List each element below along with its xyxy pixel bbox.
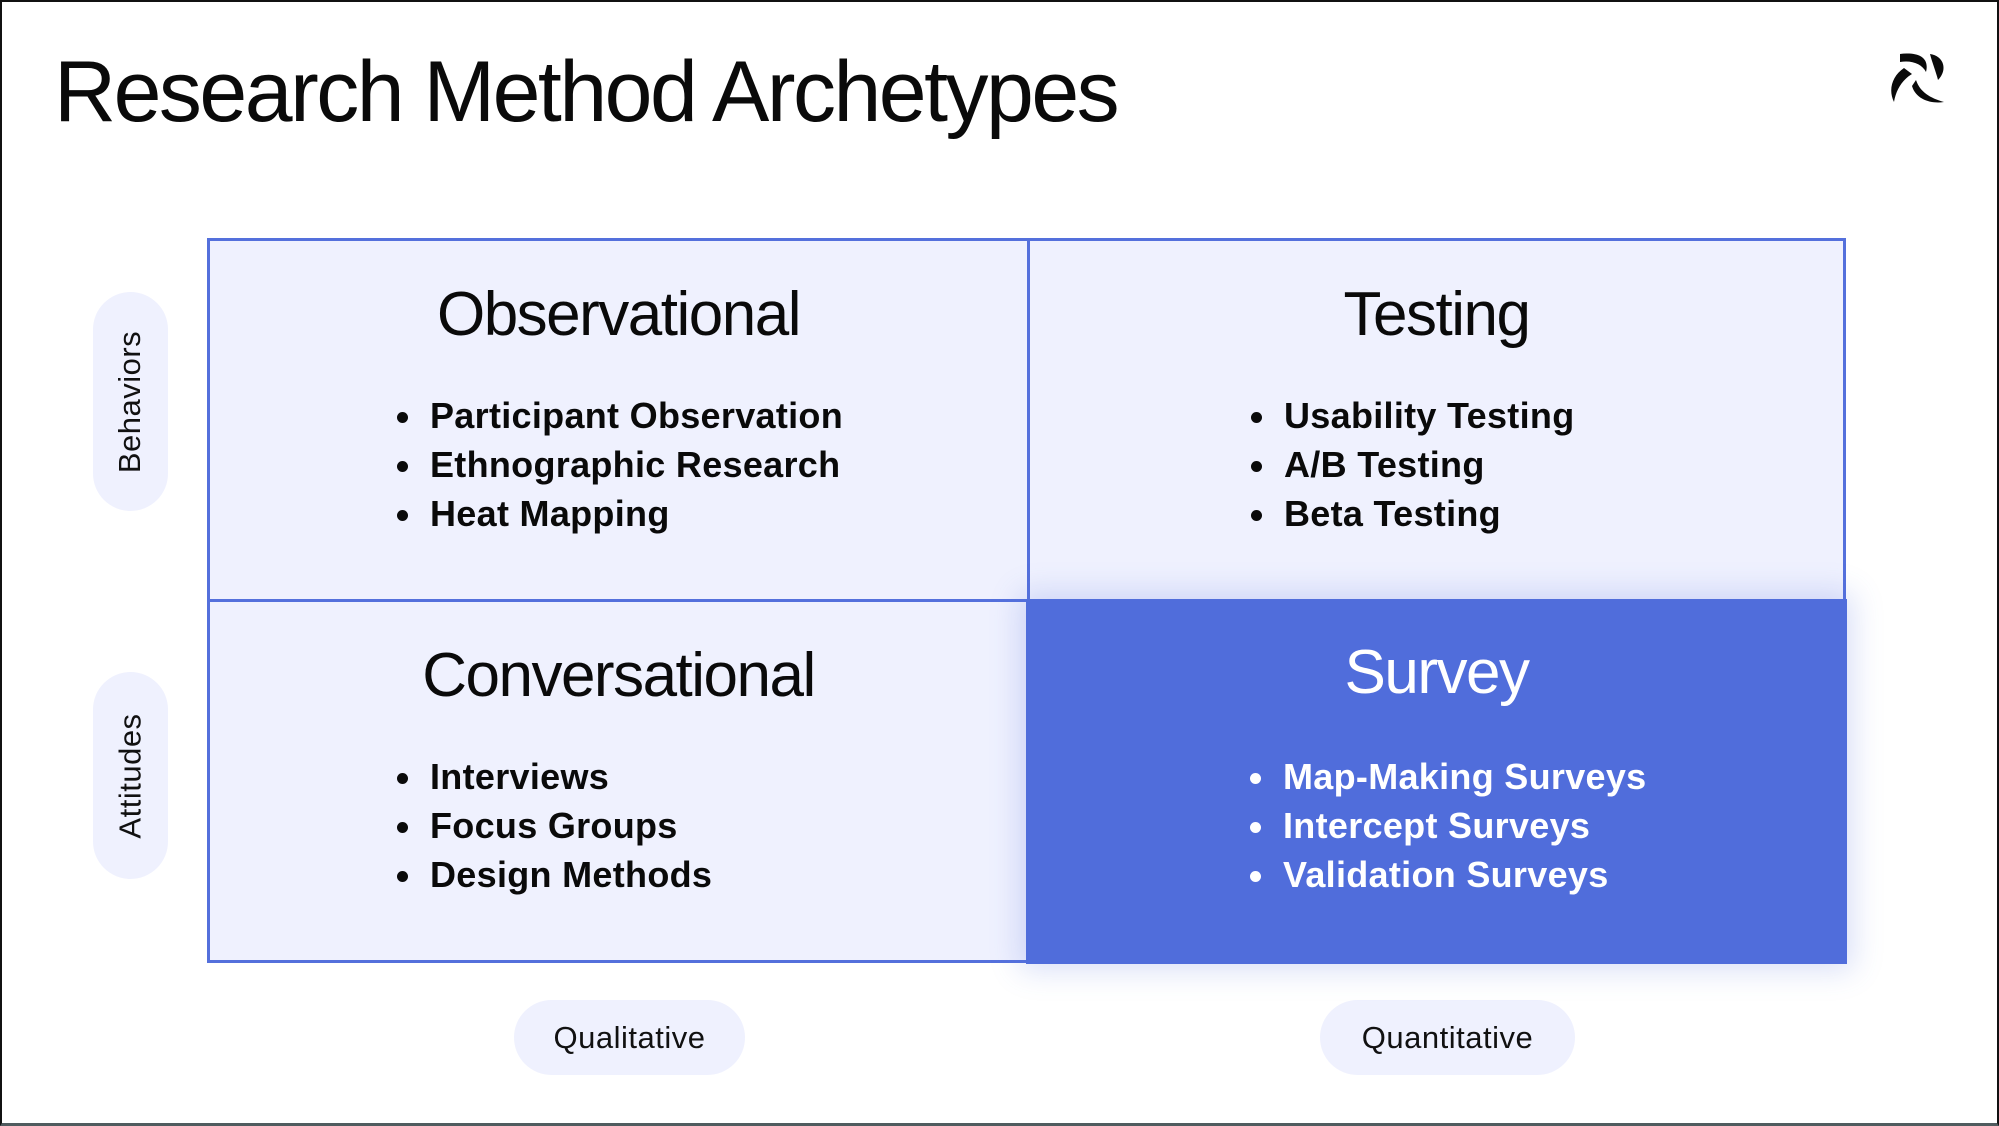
axis-label-quantitative: Quantitative xyxy=(1320,1000,1575,1075)
method-list: Map-Making Surveys Intercept Surveys Val… xyxy=(1247,752,1647,899)
method-list: Usability Testing A/B Testing Beta Testi… xyxy=(1248,391,1574,538)
list-item: Design Methods xyxy=(394,850,712,899)
axis-label-text: Qualitative xyxy=(553,1019,706,1055)
axis-label-text: Behaviors xyxy=(112,330,148,473)
list-item: Beta Testing xyxy=(1248,489,1574,538)
page-title: Research Method Archetypes xyxy=(54,44,1120,140)
quadrant-title: Observational xyxy=(436,280,802,349)
list-item: Heat Mapping xyxy=(394,489,843,538)
method-list: Interviews Focus Groups Design Methods xyxy=(394,752,712,899)
list-item: Ethnographic Research xyxy=(394,440,843,489)
quadrant-survey: Survey Map-Making Surveys Intercept Surv… xyxy=(1026,599,1847,964)
quadrant-testing: Testing Usability Testing A/B Testing Be… xyxy=(1027,238,1846,602)
quadrant-title: Survey xyxy=(1344,638,1530,707)
quadrant-observational: Observational Participant Observation Et… xyxy=(207,238,1030,602)
axis-label-text: Attitudes xyxy=(112,712,148,839)
list-item: Usability Testing xyxy=(1248,391,1574,440)
list-item: A/B Testing xyxy=(1248,440,1574,489)
axis-label-behaviors: Behaviors xyxy=(93,292,168,511)
axis-label-attitudes: Attitudes xyxy=(93,672,168,879)
list-item: Map-Making Surveys xyxy=(1247,752,1647,801)
axis-label-text: Quantitative xyxy=(1361,1019,1534,1055)
quadrant-title: Conversational xyxy=(422,641,816,710)
quadrant-title: Testing xyxy=(1343,280,1531,349)
list-item: Intercept Surveys xyxy=(1247,801,1647,850)
method-list: Participant Observation Ethnographic Res… xyxy=(394,391,843,538)
list-item: Participant Observation xyxy=(394,391,843,440)
axis-label-qualitative: Qualitative xyxy=(514,1000,745,1075)
list-item: Validation Surveys xyxy=(1247,850,1647,899)
list-item: Interviews xyxy=(394,752,712,801)
brand-logo-icon xyxy=(1886,50,1950,106)
list-item: Focus Groups xyxy=(394,801,712,850)
quadrant-conversational: Conversational Interviews Focus Groups D… xyxy=(207,599,1030,963)
